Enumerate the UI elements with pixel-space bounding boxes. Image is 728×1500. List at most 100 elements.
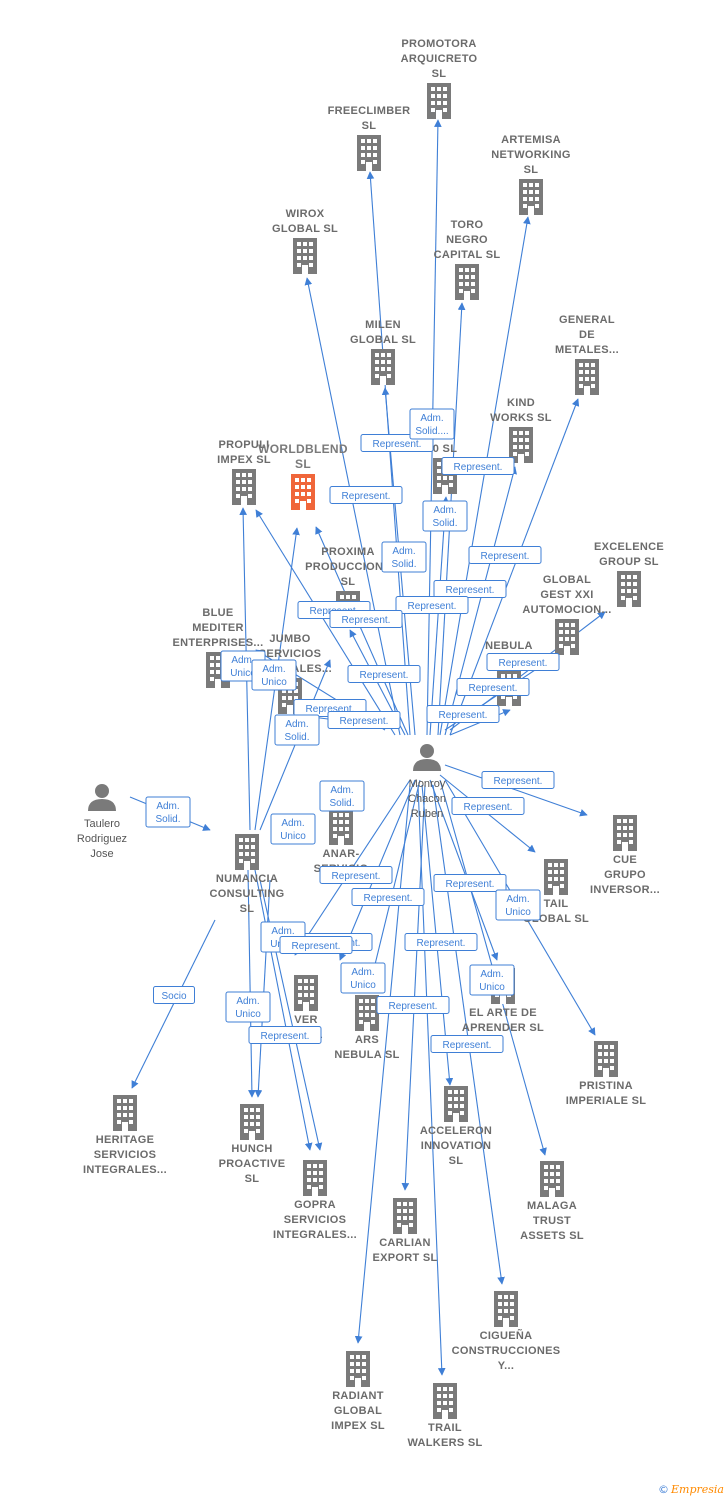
relation-tag-r38[interactable]: Represent. (376, 996, 450, 1014)
relation-tag-box (441, 457, 515, 475)
company-cue[interactable]: CUEGRUPOINVERSOR... (590, 815, 660, 896)
relation-tag-text: Unico (261, 677, 287, 688)
relation-tag-r40[interactable]: Represent. (430, 1035, 504, 1053)
relation-tag-text: Represent. (306, 704, 355, 715)
node-label-line: CONSULTING (210, 888, 285, 900)
building-icon (357, 135, 381, 171)
relation-tag-r39[interactable]: Represent. (248, 1026, 322, 1044)
relation-tag-r32[interactable]: Represent. (279, 936, 353, 954)
company-blue[interactable]: BLUEMEDITERENTERPRISES... (173, 607, 264, 688)
relation-tag-r14[interactable]: Represent. (347, 665, 421, 683)
relation-tag-r26[interactable]: Represent. (319, 866, 393, 884)
building-icon (294, 975, 318, 1011)
relation-tag-text: Adm. (231, 655, 254, 666)
node-label-line: IMPERIALE SL (566, 1095, 647, 1107)
relation-tag-r8[interactable]: Represent. (433, 580, 507, 598)
relation-tag-r18[interactable]: Adm.Solid. (274, 714, 320, 746)
relation-tag-r11[interactable]: Represent. (329, 610, 403, 628)
relation-tag-box (329, 486, 403, 504)
building-icon (455, 264, 479, 300)
node-label-line: HERITAGE (96, 1134, 154, 1146)
relation-tag-text: Represent. (439, 710, 488, 721)
relation-tag-r24[interactable]: Adm.Unico (270, 813, 316, 845)
node-label-line: WORLDBLEND (258, 442, 348, 456)
relation-tag-r2[interactable]: Adm.Solid.... (409, 408, 455, 440)
node-label-line: GENERAL (559, 314, 615, 326)
relation-tag-r25[interactable]: Represent. (451, 797, 525, 815)
relation-tag-r28[interactable]: Represent. (433, 874, 507, 892)
building-icon (303, 1160, 327, 1196)
company-gopra[interactable]: GOPRASERVICIOSINTEGRALES... (273, 1160, 357, 1241)
company-general[interactable]: GENERALDEMETALES... (555, 314, 619, 395)
building-icon (613, 815, 637, 851)
relation-tag-r15[interactable]: Represent. (486, 653, 560, 671)
company-heritage[interactable]: HERITAGESERVICIOSINTEGRALES... (83, 1095, 167, 1176)
relation-tag-box (251, 659, 297, 691)
relation-edge-30 (401, 784, 426, 1191)
node-label-line: PROPULI (219, 439, 270, 451)
node-label-line: Monroy (409, 778, 446, 790)
company-ciguena[interactable]: CIGUEÑACONSTRUCCIONESY... (452, 1291, 561, 1372)
relation-tag-r27[interactable]: Represent. (351, 888, 425, 906)
relation-tag-r7[interactable]: Represent. (468, 546, 542, 564)
relation-tag-text: Adm. (281, 818, 304, 829)
company-anar[interactable]: ANAR-SERVICIO (314, 809, 369, 875)
relation-tag-r9[interactable]: Represent. (395, 596, 469, 614)
node-label-line: ARS (355, 1034, 379, 1046)
relation-tag-r23[interactable]: Adm.Solid. (319, 780, 365, 812)
relation-edge-26 (367, 779, 421, 986)
node-label-line: IMPEX SL (217, 454, 271, 466)
node-label-line: DE (579, 329, 595, 341)
relation-tag-r20[interactable]: Represent. (426, 705, 500, 723)
relation-tag-text: Solid. (284, 732, 309, 743)
relation-tag-r21[interactable]: Represent. (481, 771, 555, 789)
relation-tag-box (430, 1035, 504, 1053)
node-label-line: SERVICIOS (284, 1214, 346, 1226)
relation-tag-text: Unico (350, 980, 376, 991)
building-icon (293, 238, 317, 274)
company-propuli[interactable]: PROPULI IMPEX SL (217, 439, 271, 505)
node-label-line: GLOBAL (543, 574, 591, 586)
relation-tag-r29[interactable]: Adm.Unico (495, 889, 541, 921)
relation-tag-r3[interactable]: Represent. (329, 486, 403, 504)
relation-tag-r35[interactable]: Adm.Unico (469, 964, 515, 996)
relation-tag-r16[interactable]: Represent. (456, 678, 530, 696)
relation-tag-r34[interactable]: Socio (153, 986, 195, 1004)
relation-tag-r22[interactable]: Adm.Solid. (145, 796, 191, 828)
relation-tag-text: Solid. (155, 814, 180, 825)
building-icon (544, 859, 568, 895)
relation-tag-r36[interactable]: Adm.Unico (340, 962, 386, 994)
relation-tag-r33[interactable]: Represent. (404, 933, 478, 951)
relation-tag-r5[interactable]: Adm.Solid. (422, 500, 468, 532)
relation-tag-r4[interactable]: Represent. (441, 457, 515, 475)
relation-tag-r6[interactable]: Adm.Solid. (381, 541, 427, 573)
building-icon (235, 834, 259, 870)
relation-tag-r19[interactable]: Represent. (327, 711, 401, 729)
relation-tag-r13[interactable]: Adm.Unico (251, 659, 297, 691)
relation-tag-r37[interactable]: Adm.Unico (225, 991, 271, 1023)
relation-tag-text: Represent. (292, 941, 341, 952)
